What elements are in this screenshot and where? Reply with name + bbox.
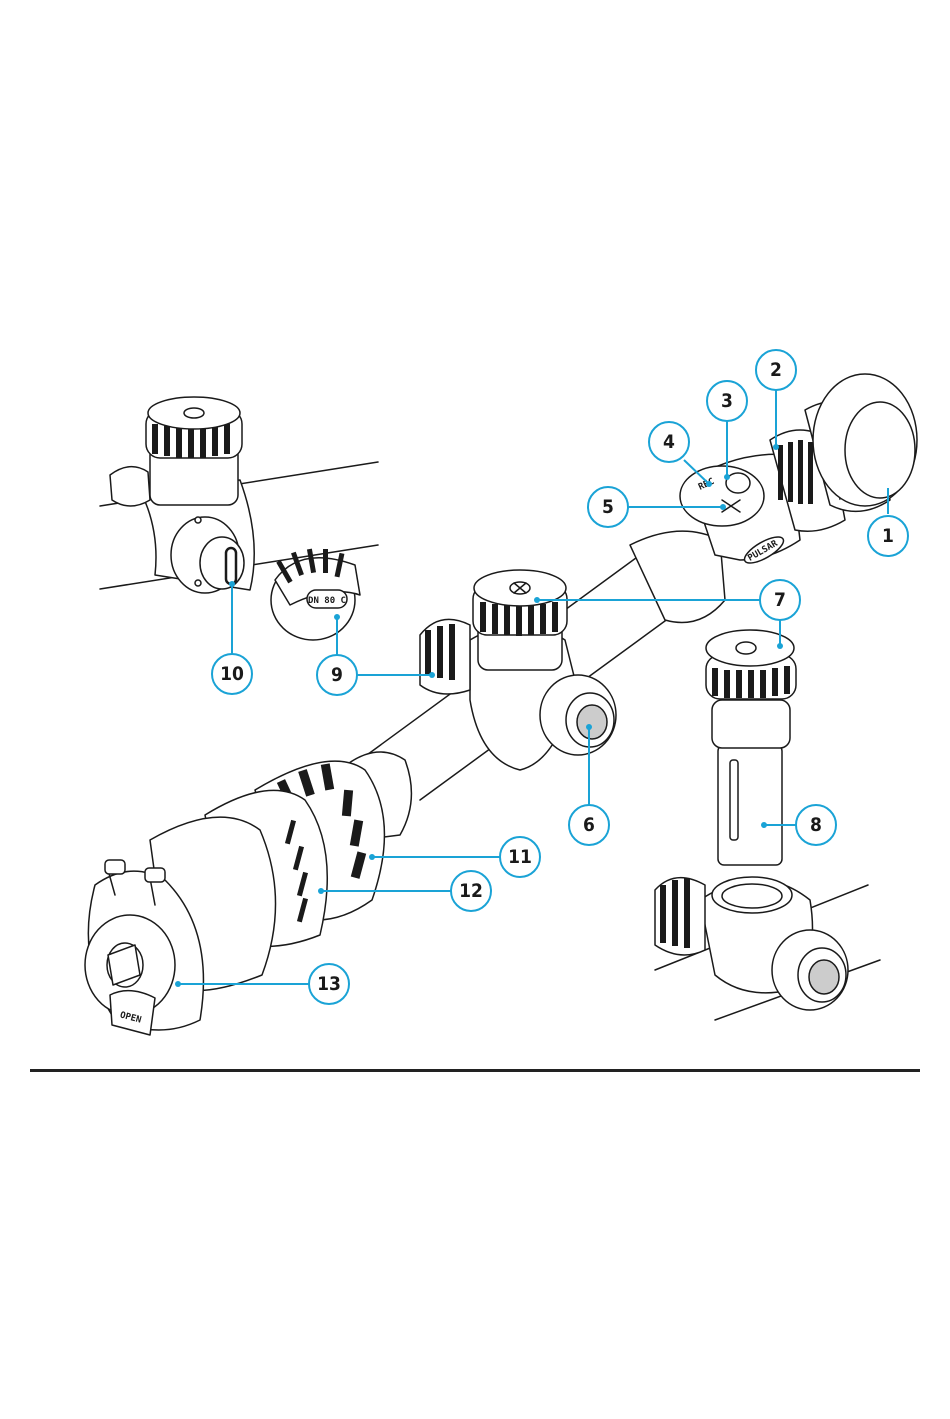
svg-text:5: 5 (602, 496, 614, 518)
svg-text:10: 10 (220, 663, 244, 685)
svg-text:7: 7 (774, 589, 786, 611)
svg-text:9: 9 (331, 664, 343, 686)
svg-text:4: 4 (663, 431, 675, 453)
svg-text:6: 6 (583, 814, 595, 836)
battery-cap-marking: DN 80 C (308, 596, 346, 606)
svg-text:3: 3 (721, 390, 733, 412)
svg-text:2: 2 (770, 359, 782, 381)
callout-10: 10 (212, 581, 252, 694)
horizontal-divider (30, 1069, 920, 1072)
svg-text:1: 1 (882, 525, 894, 547)
callout-11: 11 (369, 837, 540, 877)
svg-text:11: 11 (508, 846, 532, 868)
svg-text:12: 12 (459, 880, 483, 902)
svg-text:13: 13 (317, 973, 341, 995)
svg-text:8: 8 (810, 814, 822, 836)
battery-cap: DN 80 C (271, 549, 360, 640)
callout-4: 4 (649, 422, 712, 487)
